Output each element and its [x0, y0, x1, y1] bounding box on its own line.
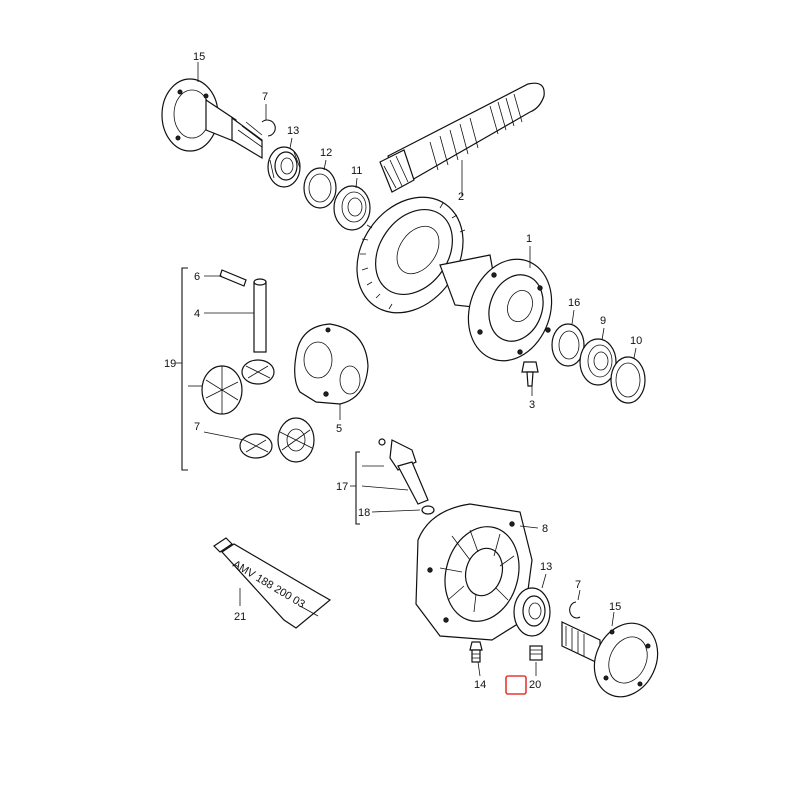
- part-18-o-ring: [421, 505, 435, 515]
- part-9-bearing: [579, 338, 617, 386]
- callout-8: 8: [542, 523, 548, 535]
- highlight-box[interactable]: [505, 675, 527, 695]
- callout-9: 9: [600, 315, 606, 327]
- part-5-cage: [294, 323, 369, 405]
- part-15-lower-flange-shaft: [561, 621, 659, 698]
- callout-13: 13: [540, 561, 552, 573]
- callout-numbers: 15 7 13 12 11 2 1 6 4 19 7 5 16 9 10 3 1…: [164, 51, 642, 691]
- part-14-bolt: [469, 641, 483, 663]
- part-4-shaft: [253, 278, 267, 353]
- callout-2: 2: [458, 191, 464, 203]
- callout-14: 14: [474, 679, 486, 691]
- speed-sensor: [378, 438, 429, 505]
- part-6-pin: [219, 269, 247, 287]
- part-13-seal-upper: [267, 146, 301, 188]
- part-3-bolt: [521, 361, 539, 387]
- part-16-bearing-cup: [551, 323, 585, 367]
- callout-12: 12: [320, 147, 332, 159]
- callout-6: 6: [194, 271, 200, 283]
- part-21-sealant-tube: [213, 537, 332, 629]
- callout-7: 7: [262, 91, 268, 103]
- part-13-seal-lower: [513, 587, 551, 637]
- callout-1: 1: [526, 233, 532, 245]
- callout-17: 17: [336, 481, 348, 493]
- leader-lines: [188, 62, 637, 677]
- callout-3: 3: [529, 399, 535, 411]
- part-10-shim: [610, 356, 646, 404]
- callout-20: 20: [529, 679, 541, 691]
- part-20-plug: [529, 645, 543, 661]
- part-11-bearing: [333, 185, 371, 231]
- bracket-19-group: [176, 267, 188, 471]
- callout-19: 19: [164, 358, 176, 370]
- differential-gears-19: [201, 359, 315, 463]
- callout-11: 11: [351, 165, 362, 177]
- callout-10: 10: [630, 335, 642, 347]
- callout-15: 15: [193, 51, 205, 63]
- callout-7: 7: [194, 421, 200, 433]
- part-1-differential-housing: [439, 254, 553, 362]
- callout-5: 5: [336, 423, 342, 435]
- part-8-cover: [415, 503, 533, 641]
- callout-4: 4: [194, 308, 200, 320]
- bracket-17-group: [350, 451, 360, 525]
- callout-13: 13: [287, 125, 299, 137]
- part-15-upper-flange-shaft: [161, 78, 263, 160]
- callout-15: 15: [609, 601, 621, 613]
- part-12-shim: [303, 167, 337, 209]
- part-7-circlip-lower: [569, 601, 581, 619]
- callout-18: 18: [358, 507, 370, 519]
- callout-16: 16: [568, 297, 580, 309]
- crown-ring-gear: [356, 196, 466, 314]
- callout-7: 7: [575, 579, 581, 591]
- part-7-circlip-upper: [261, 119, 276, 137]
- callout-21: 21: [234, 611, 246, 623]
- part-2-pinion-shaft: [379, 82, 545, 193]
